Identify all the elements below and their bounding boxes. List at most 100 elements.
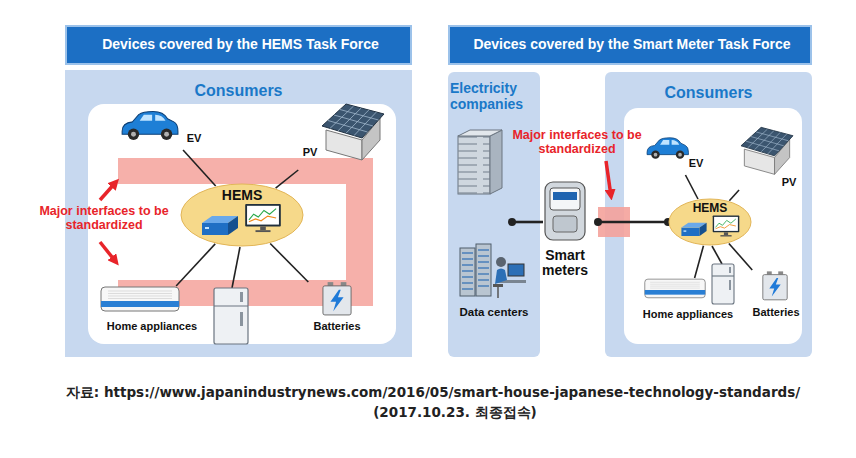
battery-terminal: [778, 271, 783, 274]
chart-line: [716, 225, 736, 229]
wire: [712, 246, 722, 264]
device-box: Data centers: [452, 240, 536, 328]
chart-line: [249, 216, 276, 222]
node-label: EV: [179, 132, 209, 144]
monitor-bezel: [245, 204, 281, 227]
rack-slot: [462, 252, 473, 253]
aircon-stripe: [101, 301, 179, 307]
region-title: Consumers: [65, 82, 412, 100]
connector-line: [183, 150, 216, 186]
rack-slot: [462, 270, 473, 271]
mon-icon: [713, 216, 740, 237]
battery-terminal: [328, 282, 334, 286]
node-art: [532, 180, 598, 300]
car-icon: [122, 112, 178, 140]
mon-icon: [245, 204, 281, 232]
rack-slot: [478, 279, 489, 280]
aircon-grille: [650, 288, 700, 289]
device-box: EV: [644, 135, 706, 175]
car-hub: [164, 132, 169, 137]
node-label: EV: [686, 157, 706, 169]
fridge-icon: [712, 264, 734, 304]
solar-grid: [748, 129, 768, 148]
device-box: Batteries: [305, 282, 369, 340]
connector-line: [270, 243, 308, 282]
meter-base: [553, 216, 577, 232]
car-hub: [131, 132, 136, 137]
rack-slot: [478, 273, 489, 274]
callout-wrap: Major interfaces to be standardized: [38, 204, 170, 233]
meter-icon: [545, 182, 585, 240]
hems-ellipse-fill: [181, 184, 303, 246]
terminal-dot: [508, 218, 516, 226]
aircon-grille: [108, 293, 172, 294]
monitor-stand: [724, 232, 728, 235]
node-label: Batteries: [305, 320, 369, 332]
aircon-grille: [108, 291, 172, 292]
panel-ground: [448, 72, 540, 357]
operator-body: [495, 269, 507, 285]
chart-line: [249, 209, 276, 220]
node-label: Smart meters: [532, 248, 598, 279]
device-box: Home appliances: [640, 278, 736, 326]
hems-ellipse-fill: [669, 199, 751, 245]
solar-grid: [756, 132, 788, 141]
device-box: PV: [733, 124, 805, 190]
monitor-screen: [247, 206, 279, 225]
meter-window: [550, 188, 580, 210]
car-window: [155, 115, 165, 121]
power-line: [512, 221, 543, 224]
aircon-grille: [650, 286, 700, 287]
car-wheel: [128, 129, 139, 140]
fridge-icon: [214, 288, 248, 344]
solar-grid: [330, 106, 354, 128]
rack-slot: [462, 282, 473, 283]
house-icon: [322, 104, 384, 160]
rack-slot: [478, 267, 489, 268]
solar-roof: [741, 127, 793, 156]
solar-grid: [754, 131, 773, 150]
rack-slot: [478, 261, 489, 262]
connector-line: [729, 243, 752, 270]
panel-title: Devices covered by the Smart Meter Task …: [450, 36, 814, 52]
bat-icon: [763, 271, 787, 299]
title-bar: Devices covered by the Smart Meter Task …: [448, 25, 812, 65]
car-wheel: [676, 150, 684, 158]
connector-line: [695, 246, 704, 278]
region-box: Electricity companiesData centers: [448, 72, 540, 357]
rack-slot: [462, 264, 473, 265]
connector-line: [598, 221, 668, 224]
chair: [497, 287, 499, 298]
car-window: [672, 140, 680, 145]
region-title: Electricity companies: [450, 80, 538, 112]
battery-body: [763, 275, 787, 300]
node-label: Batteries: [748, 306, 804, 318]
server-rack: [476, 244, 491, 296]
device-box: PV: [294, 100, 390, 170]
device-box: Batteries: [748, 270, 804, 324]
battery-body: [323, 286, 351, 315]
bat-icon: [323, 282, 351, 315]
hbox-icon: [681, 223, 706, 236]
caption-wrap: 자료: https://www.japanindustrynews.com/20…: [38, 382, 828, 423]
aircon-body: [101, 287, 179, 311]
callout-label: Major interfaces to be standardized: [38, 204, 170, 233]
rack-slot: [462, 258, 473, 259]
terminal-dot: [594, 218, 602, 226]
hems-ellipse: HEMS: [180, 183, 304, 247]
hems-ellipse: HEMS: [668, 198, 752, 246]
title-bar: Devices covered by the HEMS Task Force: [65, 25, 412, 65]
node-label: HEMS: [668, 201, 752, 215]
battery-terminal: [767, 271, 772, 274]
solar-grid: [338, 108, 361, 131]
car-hub: [654, 153, 658, 157]
source-caption: 자료: https://www.japanindustrynews.com/20…: [38, 382, 828, 423]
controller-light: [205, 227, 209, 229]
building-icon: [458, 130, 502, 194]
car-wheel: [161, 129, 172, 140]
battery-bolt: [330, 290, 343, 312]
node-label: PV: [295, 146, 325, 158]
desk-monitor: [508, 264, 524, 276]
house-icon: [741, 127, 793, 174]
solar-grid: [746, 141, 779, 151]
